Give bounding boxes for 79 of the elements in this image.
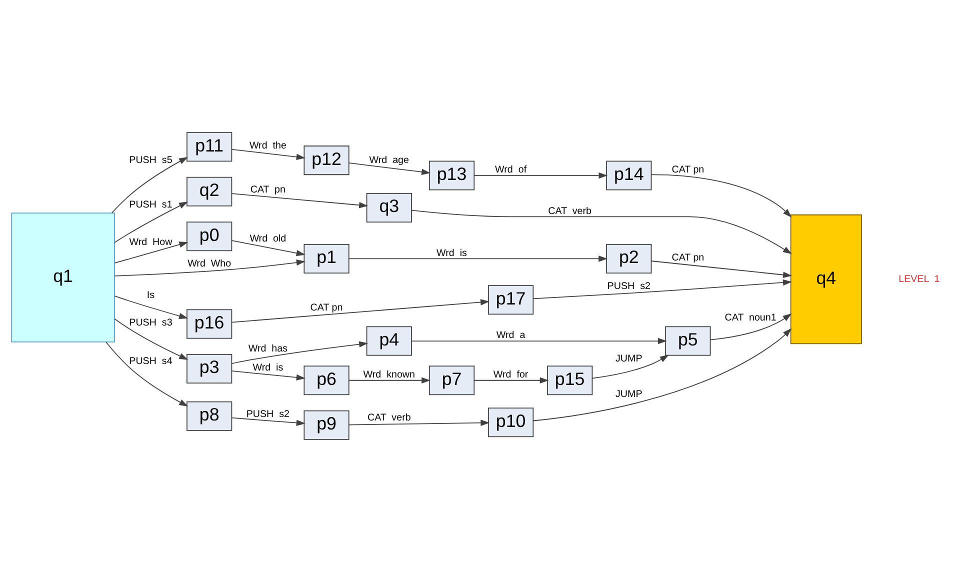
node-box: p4 bbox=[366, 326, 412, 356]
arrow bbox=[532, 279, 792, 300]
arrow bbox=[348, 377, 431, 384]
node-box: p3 bbox=[186, 354, 232, 384]
node-box: p14 bbox=[606, 160, 652, 190]
node-box: p10 bbox=[488, 408, 534, 438]
edge-label: Wrd How bbox=[129, 237, 172, 248]
arrow bbox=[651, 260, 792, 278]
edge-label: Wrd a bbox=[496, 330, 526, 342]
arrow bbox=[231, 370, 306, 381]
arrow bbox=[114, 296, 188, 319]
edge-label: Wrd is bbox=[252, 362, 284, 374]
edge-label: PUSH s2 bbox=[246, 408, 290, 420]
edge-label: Wrd for bbox=[493, 370, 528, 381]
arrow bbox=[231, 341, 368, 364]
edge-label: CAT pn bbox=[250, 184, 286, 196]
node-box: p16 bbox=[186, 309, 232, 339]
node-box: q1 bbox=[11, 212, 115, 342]
node-box: p7 bbox=[428, 366, 475, 396]
edge-label: JUMP bbox=[616, 389, 642, 400]
arrow bbox=[474, 172, 608, 179]
node-box: p5 bbox=[665, 326, 711, 356]
edge-label: Wrd known bbox=[363, 370, 416, 381]
arrow bbox=[474, 377, 549, 384]
arrow bbox=[650, 174, 792, 218]
node-box: q2 bbox=[186, 176, 232, 206]
node-box: p9 bbox=[304, 410, 350, 440]
edge-label: Wrd has bbox=[248, 344, 288, 355]
arrow bbox=[231, 148, 306, 160]
edge-label: PUSH s5 bbox=[129, 154, 172, 166]
edge-label: PUSH s3 bbox=[129, 318, 172, 329]
edge-label: JUMP bbox=[616, 353, 642, 364]
node-box: p15 bbox=[547, 366, 593, 396]
node-box: p11 bbox=[186, 132, 232, 162]
arrow bbox=[231, 417, 306, 426]
node-box: p8 bbox=[186, 401, 232, 431]
edge-label: Wrd of bbox=[495, 164, 527, 176]
arrow bbox=[411, 338, 667, 344]
edge-label: Wrd the bbox=[249, 140, 286, 152]
node-box: q3 bbox=[366, 192, 412, 222]
arrow bbox=[231, 299, 490, 323]
edge-label: Wrd Who bbox=[188, 258, 232, 270]
node-box: p12 bbox=[304, 146, 350, 176]
node-box: q4 bbox=[790, 214, 862, 344]
arrow bbox=[710, 313, 792, 340]
arrow bbox=[592, 354, 669, 379]
node-box: p13 bbox=[428, 160, 475, 190]
edge-label: CAT pn bbox=[672, 164, 704, 176]
arrow bbox=[114, 202, 188, 243]
edge-label: Wrd old bbox=[250, 234, 286, 245]
arrow bbox=[111, 156, 188, 214]
arrow bbox=[348, 420, 490, 426]
edge-label: CAT verb bbox=[367, 412, 411, 424]
node-box: p1 bbox=[304, 244, 350, 274]
edge-label: Is bbox=[146, 290, 155, 301]
node-box: p2 bbox=[606, 244, 652, 274]
edge-label: CAT pn bbox=[310, 302, 343, 314]
node-box: p0 bbox=[186, 222, 232, 252]
arrow bbox=[348, 162, 431, 176]
edge-label: Wrd is bbox=[436, 248, 467, 259]
arrow bbox=[411, 210, 792, 254]
arrow bbox=[114, 259, 306, 276]
arrow bbox=[533, 328, 792, 422]
node-box: p17 bbox=[488, 285, 534, 315]
label: LEVEL 1 bbox=[898, 274, 940, 285]
edge-label: CAT pn bbox=[672, 252, 704, 264]
edge-label: PUSH s2 bbox=[607, 280, 650, 292]
edge-label: CAT noun1 bbox=[724, 312, 776, 324]
edge-label: PUSH s4 bbox=[129, 356, 172, 368]
edge-label: PUSH s1 bbox=[129, 200, 172, 211]
arrow bbox=[114, 242, 188, 264]
arrow bbox=[231, 193, 368, 208]
arrow bbox=[231, 240, 306, 256]
edge-label: Wrd age bbox=[369, 154, 409, 166]
arrow bbox=[348, 256, 608, 262]
arrow bbox=[114, 318, 188, 360]
edge-label: CAT verb bbox=[548, 206, 592, 217]
node-box: p6 bbox=[304, 366, 350, 396]
arrow bbox=[106, 342, 188, 406]
